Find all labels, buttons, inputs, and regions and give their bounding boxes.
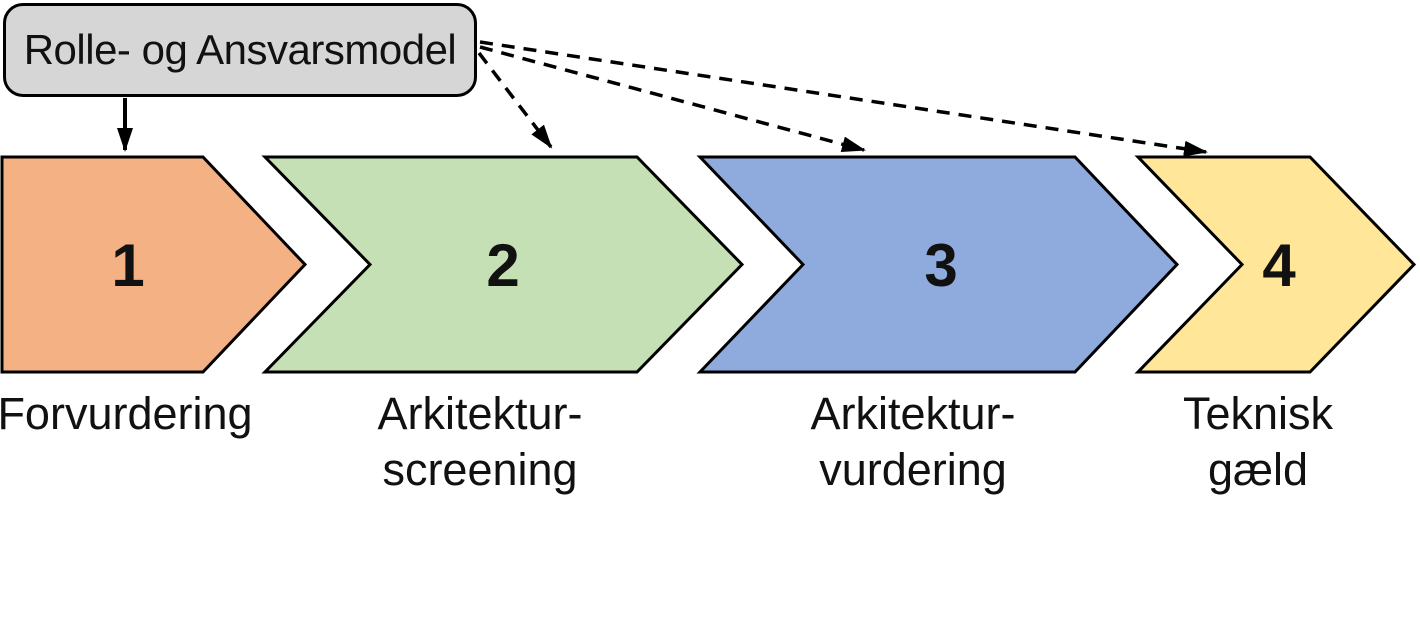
stage-3-number: 3: [924, 232, 958, 299]
stage-4-label-line1: Teknisk: [1182, 388, 1334, 439]
stage-1-number: 1: [111, 232, 145, 299]
stage-4-number: 4: [1262, 232, 1296, 299]
dashed-connector-to-stage-2: [477, 51, 553, 149]
roles-responsibility-model-box: Rolle- og Ansvarsmodel: [3, 3, 477, 97]
stage-3-chevron: [696, 155, 1180, 374]
stage-3-label: Arkitektur- vurdering: [753, 386, 1073, 498]
stage-2-label-line2: screening: [382, 444, 578, 495]
stage-1-label-line1: Forvurdering: [0, 388, 253, 439]
stage-2-number: 2: [486, 232, 520, 299]
stage-2-label-line1: Arkitektur-: [377, 388, 583, 439]
stage-4-chevron: [1134, 155, 1417, 374]
dashed-connector-to-stage-4: [479, 40, 1208, 157]
roles-responsibility-model-label: Rolle- og Ansvarsmodel: [23, 26, 457, 73]
stage-1-chevron: [0, 155, 308, 374]
stage-4-label: Teknisk gæld: [1098, 386, 1418, 498]
stage-2-chevron: [261, 155, 745, 374]
stage-3-label-line1: Arkitektur-: [810, 388, 1016, 439]
stage-1-label: Forvurdering: [0, 386, 285, 442]
stage-2-label: Arkitektur- screening: [320, 386, 640, 498]
stage-3-label-line2: vurdering: [819, 444, 1007, 495]
dashed-connector-to-stage-3: [479, 45, 866, 153]
stage-4-label-line2: gæld: [1207, 444, 1309, 495]
